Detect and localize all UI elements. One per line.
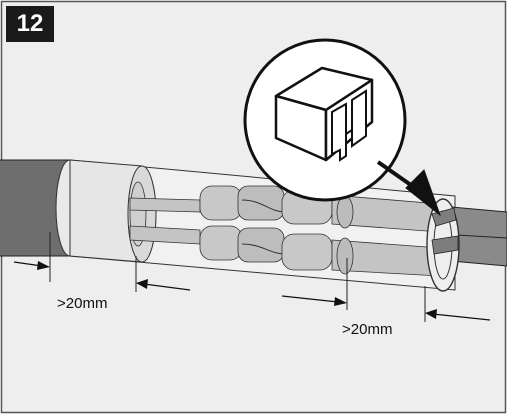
upper-crimp-connector [237, 185, 285, 221]
cable-end-cap-icon [243, 38, 407, 202]
pointer-arrow-icon [376, 160, 442, 217]
right-cable-end [426, 198, 507, 292]
lower-crimp-connector [237, 227, 285, 263]
left-sleeve-end [69, 159, 157, 263]
upper-wire-insulation-left [199, 185, 243, 221]
lower-wire [129, 225, 441, 277]
upper-wire [129, 185, 441, 233]
right-dimension-label: >20mm [342, 321, 392, 338]
lower-wire-insulation-left [199, 225, 243, 261]
lower-wire-insulation-right [281, 233, 333, 271]
right-dimension [281, 258, 491, 322]
left-dimension [13, 232, 191, 292]
step-number-badge: 12 [6, 6, 54, 42]
left-dimension-label: >20mm [57, 295, 107, 312]
